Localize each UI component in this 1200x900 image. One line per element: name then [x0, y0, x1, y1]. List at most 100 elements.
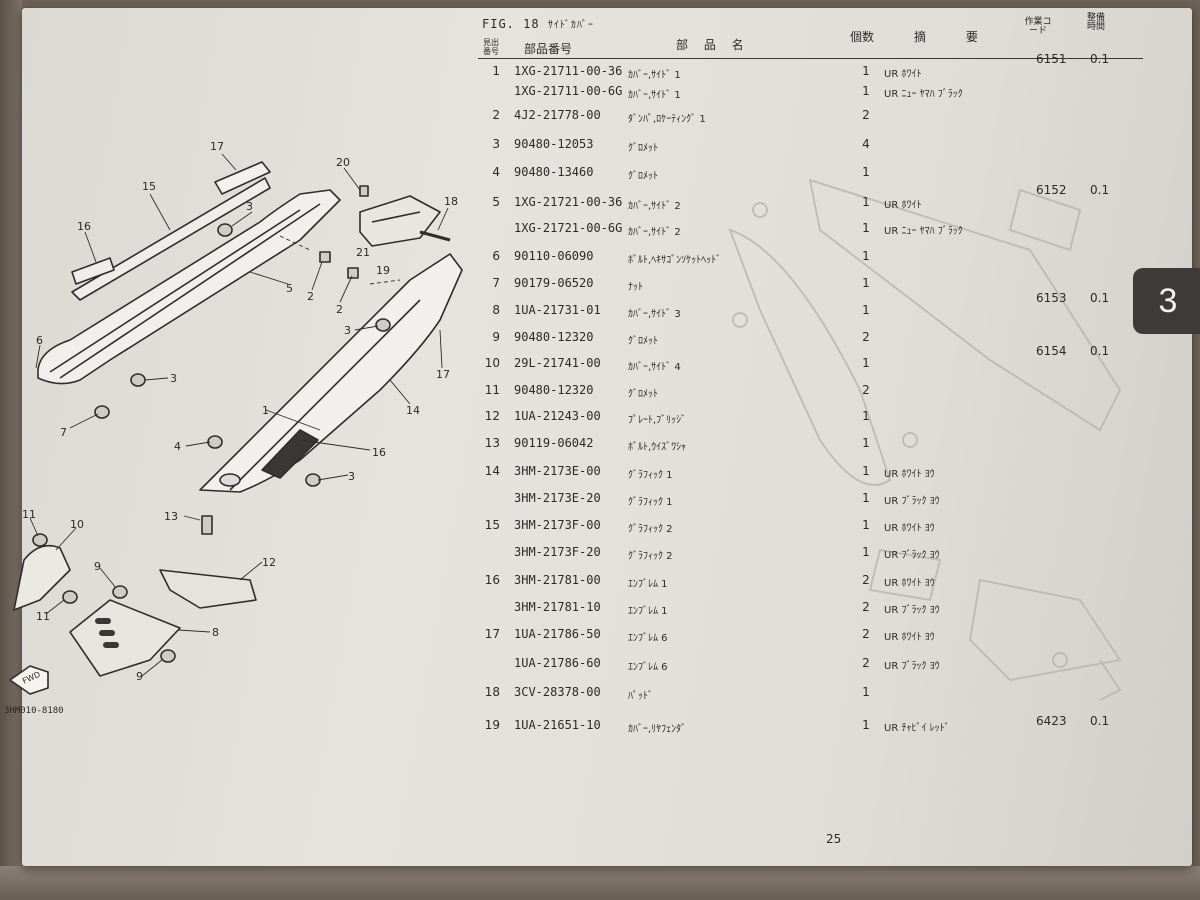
row-number: 11	[484, 383, 500, 397]
part-name: ﾎﾞﾙﾄ,ﾍｷｻｺﾞﾝｿｹｯﾄﾍｯﾄﾞ	[628, 255, 722, 266]
remarks: UR ﾌﾞﾗｯｸ ﾖｳ	[884, 550, 940, 561]
callout-17-right: 17	[436, 368, 450, 381]
callout-15: 15	[142, 180, 156, 193]
row-number: 3	[492, 137, 500, 151]
callout-21: 21	[356, 246, 370, 259]
remarks: UR ﾌﾞﾗｯｸ ﾖｳ	[884, 661, 940, 672]
quantity: 1	[862, 303, 870, 317]
part-number: 1XG-21721-00-6G	[514, 221, 623, 235]
callout-7: 7	[60, 426, 67, 439]
page-number: 25	[826, 832, 842, 846]
part-number: 3HM-21781-10	[514, 600, 601, 614]
part-12-bridge-plate	[159, 569, 257, 609]
part-number: 1XG-21711-00-6G	[514, 84, 623, 98]
row-number: 7	[492, 276, 500, 290]
remarks: UR ﾌﾞﾗｯｸ ﾖｳ	[884, 496, 940, 507]
part-number: 1UA-21731-01	[514, 303, 601, 317]
quantity: 2	[862, 330, 870, 344]
quantity: 1	[862, 195, 870, 209]
part-1-side-cover-1	[199, 253, 463, 493]
part-name: ﾊﾟｯﾄﾞ	[628, 691, 653, 702]
service-time: 0.1	[1090, 52, 1110, 66]
callout-19: 19	[376, 264, 390, 277]
quantity: 1	[862, 249, 870, 263]
callout-8: 8	[212, 626, 219, 639]
part-name: ｶﾊﾞｰ,ｻｲﾄﾞ 1	[628, 70, 681, 81]
callout-18: 18	[444, 195, 458, 208]
callout-11-top: 11	[22, 508, 36, 521]
callout-16-top: 16	[77, 220, 91, 233]
figure-code: 3HM010-8180	[4, 706, 64, 716]
part-number: 90480-12320	[514, 383, 594, 397]
part-number: 90480-13460	[514, 165, 594, 179]
callout-1: 1	[262, 404, 269, 417]
row-number: 15	[484, 518, 500, 532]
part-number: 1UA-21651-10	[514, 718, 601, 732]
part-17-emblem-top	[214, 161, 271, 195]
remarks: UR ﾎﾜｲﾄ ﾖｳ	[884, 523, 935, 534]
work-code: 6154	[1036, 344, 1067, 358]
quantity: 1	[862, 718, 870, 732]
row-number: 1	[492, 64, 500, 78]
part-15-graphic	[71, 177, 271, 301]
part-name: ｶﾊﾞｰ,ｻｲﾄﾞ 1	[628, 90, 681, 101]
part-number: 3HM-2173F-00	[514, 518, 601, 532]
remarks: UR ﾁｬﾋﾟｲ ﾚｯﾄﾞ	[884, 723, 950, 734]
part-name: ｶﾊﾞｰ,ｻｲﾄﾞ 3	[628, 309, 681, 320]
header-part-no: 部品番号	[524, 42, 573, 56]
header-qty: 個数	[850, 30, 875, 44]
header-remarks: 摘 要	[914, 30, 996, 44]
service-time: 0.1	[1090, 344, 1110, 358]
callout-3-top: 3	[246, 200, 253, 213]
quantity: 4	[862, 137, 870, 151]
quantity: 2	[862, 108, 870, 122]
fwd-arrow-outline	[9, 665, 49, 695]
row-number: 10	[484, 356, 500, 370]
exploded-parts-diagram: 17 15 16 3 20 18 21 19 5 2 2 3 6 3 7 1 1…	[9, 140, 463, 695]
header-rule	[478, 58, 1143, 59]
part-name: ｴﾝﾌﾞﾚﾑ 1	[628, 579, 668, 590]
callout-10: 10	[70, 518, 84, 531]
part-name: ｴﾝﾌﾞﾚﾑ 6	[628, 633, 668, 644]
part-number: 90179-06520	[514, 276, 594, 290]
callout-4: 4	[174, 440, 181, 453]
quantity: 1	[862, 685, 870, 699]
row-number: 8	[492, 303, 500, 317]
part-name: ｸﾞﾛﾒｯﾄ	[628, 171, 658, 182]
row-number: 19	[484, 718, 500, 732]
quantity: 1	[862, 356, 870, 370]
callout-12: 12	[262, 556, 276, 569]
row-number: 14	[484, 464, 500, 478]
part-number: 90480-12053	[514, 137, 594, 151]
part-number: 90480-12320	[514, 330, 594, 344]
row-number: 16	[484, 573, 500, 587]
part-number: 3HM-2173E-00	[514, 464, 601, 478]
quantity: 1	[862, 64, 870, 78]
remarks: UR ﾎﾜｲﾄ ﾖｳ	[884, 578, 935, 589]
part-number: 1XG-21721-00-36	[514, 195, 623, 209]
header-time: 整備時間	[1086, 13, 1105, 32]
header-part-name: 部 品 名	[676, 38, 750, 52]
part-name: ﾅｯﾄ	[628, 282, 643, 293]
part-number: 4J2-21778-00	[514, 108, 601, 122]
figure-label: FIG. 18	[482, 17, 540, 31]
remarks: UR ﾎﾜｲﾄ ﾖｳ	[884, 469, 935, 480]
row-number: 4	[492, 165, 500, 179]
callout-2a: 2	[307, 290, 314, 303]
remarks: UR ﾎﾜｲﾄ	[884, 200, 922, 211]
part-5-side-cover-2	[37, 189, 341, 385]
callout-20: 20	[336, 156, 350, 169]
work-code: 6153	[1036, 291, 1067, 305]
work-code: 6152	[1036, 183, 1067, 197]
section-tab[interactable]: 3	[1133, 268, 1200, 334]
